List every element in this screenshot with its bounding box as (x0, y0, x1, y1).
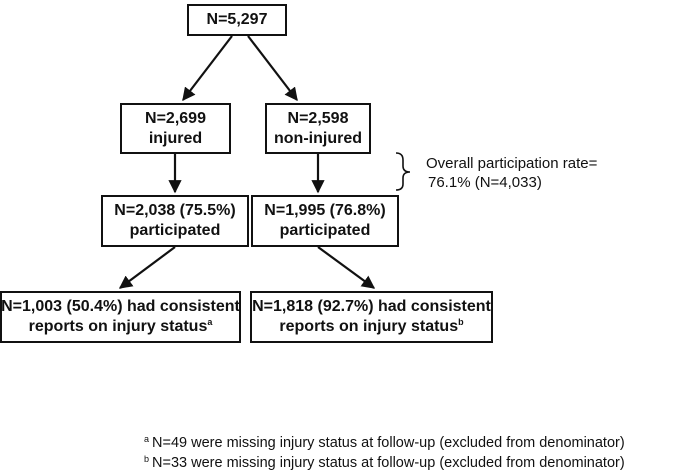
consistent-right-box: N=1,818 (92.7%) had consistent reports o… (250, 291, 493, 343)
footnote-b-text: N=33 were missing injury status at follo… (152, 455, 625, 471)
arrow-participated-to-consistent-right (317, 246, 376, 289)
consistent-left-line1: N=1,003 (50.4%) had consistent (1, 298, 240, 315)
non-injured-count: N=2,598 (287, 109, 349, 127)
participated-left-count: N=2,038 (75.5%) (114, 202, 236, 219)
consistent-right-line1: N=1,818 (92.7%) had consistent (252, 298, 491, 315)
arrow-participated-to-consistent-left (118, 246, 176, 289)
participation-rate-line2: 76.1% (N=4,033) (428, 174, 542, 191)
participated-left-label: participated (129, 222, 221, 239)
participated-right-label: participated (279, 222, 371, 239)
participated-right-box: N=1,995 (76.8%) participated (251, 195, 399, 247)
participated-right-count: N=1,995 (76.8%) (264, 202, 386, 219)
consistent-right-line2: reports on injury status (279, 318, 459, 335)
injured-label: injured (148, 129, 203, 147)
arrow-top-to-injured (182, 35, 233, 102)
footnote-b-marker: b (144, 454, 150, 464)
curly-brace (395, 152, 411, 191)
participated-left-box: N=2,038 (75.5%) participated (101, 195, 249, 247)
consistent-left-line2-wrap: reports on injury statusa (29, 317, 213, 337)
consistent-left-box: N=1,003 (50.4%) had consistent reports o… (0, 291, 241, 343)
non-injured-label: non-injured (274, 129, 362, 147)
consistent-right-line2-wrap: reports on injury statusb (279, 317, 463, 337)
injured-count: N=2,699 (145, 109, 206, 127)
arrow-top-to-non-injured (247, 35, 298, 102)
injured-box: N=2,699 injured (120, 103, 231, 154)
non-injured-box: N=2,598 non-injured (265, 103, 371, 154)
total-sample-label: N=5,297 (206, 11, 268, 28)
footnote-marker-a: a (207, 317, 213, 327)
participation-rate-note: Overall participation rate= 76.1% (N=4,0… (426, 154, 597, 192)
footnote-a-marker: a (144, 434, 150, 444)
total-sample-box: N=5,297 (187, 4, 287, 36)
participation-rate-line1: Overall participation rate= (426, 155, 598, 172)
footnote-marker-b: b (458, 317, 464, 327)
footnote-a-text: N=49 were missing injury status at follo… (152, 435, 625, 451)
consistent-left-line2: reports on injury status (28, 318, 208, 335)
